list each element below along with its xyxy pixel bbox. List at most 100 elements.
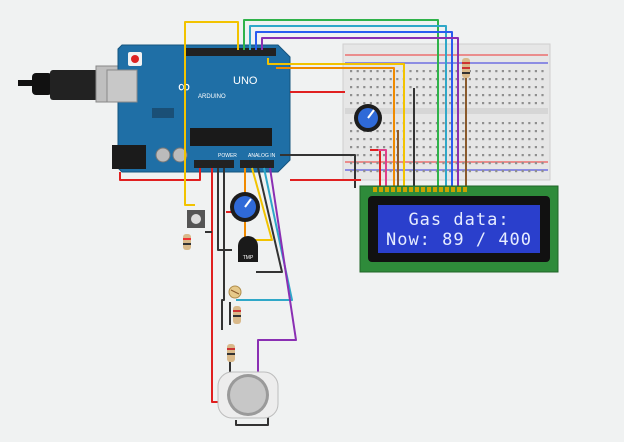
lcd-pin[interactable] <box>445 187 449 192</box>
lcd-pin[interactable] <box>451 187 455 192</box>
breadboard-hole <box>389 130 392 133</box>
breadboard-hole <box>468 78 471 81</box>
breadboard-hole <box>508 70 511 73</box>
lcd-pin[interactable] <box>439 187 443 192</box>
breadboard-hole <box>369 70 372 73</box>
thermistor-sensor[interactable]: TMP <box>238 236 258 262</box>
breadboard-hole <box>488 170 491 173</box>
lcd-pin[interactable] <box>427 187 431 192</box>
breadboard-hole <box>429 162 432 165</box>
breadboard-hole <box>534 94 537 97</box>
breadboard-hole <box>528 94 531 97</box>
lcd-pin[interactable] <box>421 187 425 192</box>
lcd-pin[interactable] <box>463 187 467 192</box>
breadboard-hole <box>449 94 452 97</box>
lcd-pin[interactable] <box>385 187 389 192</box>
breadboard-hole <box>356 146 359 149</box>
breadboard-hole <box>541 138 544 141</box>
breadboard-hole <box>541 70 544 73</box>
breadboard-hole <box>521 94 524 97</box>
breadboard-hole <box>475 78 478 81</box>
button-resistor[interactable] <box>183 234 191 250</box>
breadboard-hole <box>389 162 392 165</box>
wires-top[interactable] <box>184 19 467 188</box>
breadboard-hole <box>495 94 498 97</box>
lcd-pin[interactable] <box>403 187 407 192</box>
breadboard-hole <box>422 138 425 141</box>
breadboard-hole <box>422 162 425 165</box>
photoresistor[interactable] <box>228 285 242 299</box>
breadboard-hole <box>449 78 452 81</box>
breadboard-hole <box>462 162 465 165</box>
breadboard-hole <box>409 70 412 73</box>
breadboard-hole <box>422 86 425 89</box>
breadboard-hole <box>468 170 471 173</box>
lcd-pin[interactable] <box>373 187 377 192</box>
lcd-pin[interactable] <box>433 187 437 192</box>
breadboard-hole <box>482 70 485 73</box>
breadboard-hole <box>475 86 478 89</box>
breadboard-hole <box>521 162 524 165</box>
breadboard-hole <box>475 130 478 133</box>
breadboard-hole <box>435 130 438 133</box>
breadboard-hole <box>429 146 432 149</box>
breadboard-hole <box>455 94 458 97</box>
breadboard-hole <box>383 70 386 73</box>
breadboard-hole <box>422 78 425 81</box>
breadboard-hole <box>435 146 438 149</box>
breadboard-hole <box>383 94 386 97</box>
backlight-resistor[interactable] <box>462 58 470 78</box>
lcd-pin[interactable] <box>397 187 401 192</box>
breadboard-hole <box>449 130 452 133</box>
lcd-contrast-potentiometer[interactable] <box>354 104 382 132</box>
breadboard-hole <box>363 94 366 97</box>
breadboard-hole <box>442 130 445 133</box>
breadboard-hole <box>528 70 531 73</box>
breadboard-hole <box>435 78 438 81</box>
breadboard-hole <box>350 162 353 165</box>
breadboard-hole <box>422 146 425 149</box>
board-logo: UNO <box>233 75 258 87</box>
breadboard-hole <box>541 130 544 133</box>
breadboard-hole <box>488 162 491 165</box>
breadboard-hole <box>482 138 485 141</box>
breadboard-hole <box>376 130 379 133</box>
lcd-pin[interactable] <box>379 187 383 192</box>
breadboard-hole <box>501 94 504 97</box>
lcd-pin[interactable] <box>391 187 395 192</box>
breadboard-hole <box>475 162 478 165</box>
breadboard-hole <box>521 138 524 141</box>
breadboard-hole <box>409 138 412 141</box>
lcd-pin[interactable] <box>457 187 461 192</box>
ldr-resistor[interactable] <box>233 306 241 324</box>
breadboard-hole <box>541 102 544 105</box>
breadboard-hole <box>383 162 386 165</box>
breadboard-hole <box>396 102 399 105</box>
breadboard-hole <box>363 138 366 141</box>
lcd-pin[interactable] <box>409 187 413 192</box>
breadboard-hole <box>442 170 445 173</box>
breadboard-hole <box>389 122 392 125</box>
push-button[interactable] <box>187 210 205 228</box>
breadboard-hole <box>482 78 485 81</box>
gas-sensor[interactable] <box>217 371 279 419</box>
gas-sensor-resistor[interactable] <box>227 344 235 362</box>
breadboard-hole <box>482 162 485 165</box>
breadboard-hole <box>442 102 445 105</box>
breadboard-hole <box>429 138 432 141</box>
gas-threshold-potentiometer[interactable] <box>230 192 260 222</box>
breadboard-hole <box>396 78 399 81</box>
breadboard-hole <box>468 122 471 125</box>
arduino-uno-board[interactable]: ∞ UNO ARDUINO POWER ANALOG IN <box>106 44 291 173</box>
breadboard-hole <box>515 70 518 73</box>
breadboard-hole <box>376 86 379 89</box>
breadboard-hole <box>409 170 412 173</box>
lcd-pin[interactable] <box>415 187 419 192</box>
breadboard-hole <box>488 102 491 105</box>
lcd-module[interactable]: Gas data: Now: 89 / 400 <box>359 185 559 273</box>
breadboard-hole <box>363 70 366 73</box>
breadboard-hole <box>356 170 359 173</box>
breadboard-hole <box>488 70 491 73</box>
breadboard-hole <box>369 170 372 173</box>
